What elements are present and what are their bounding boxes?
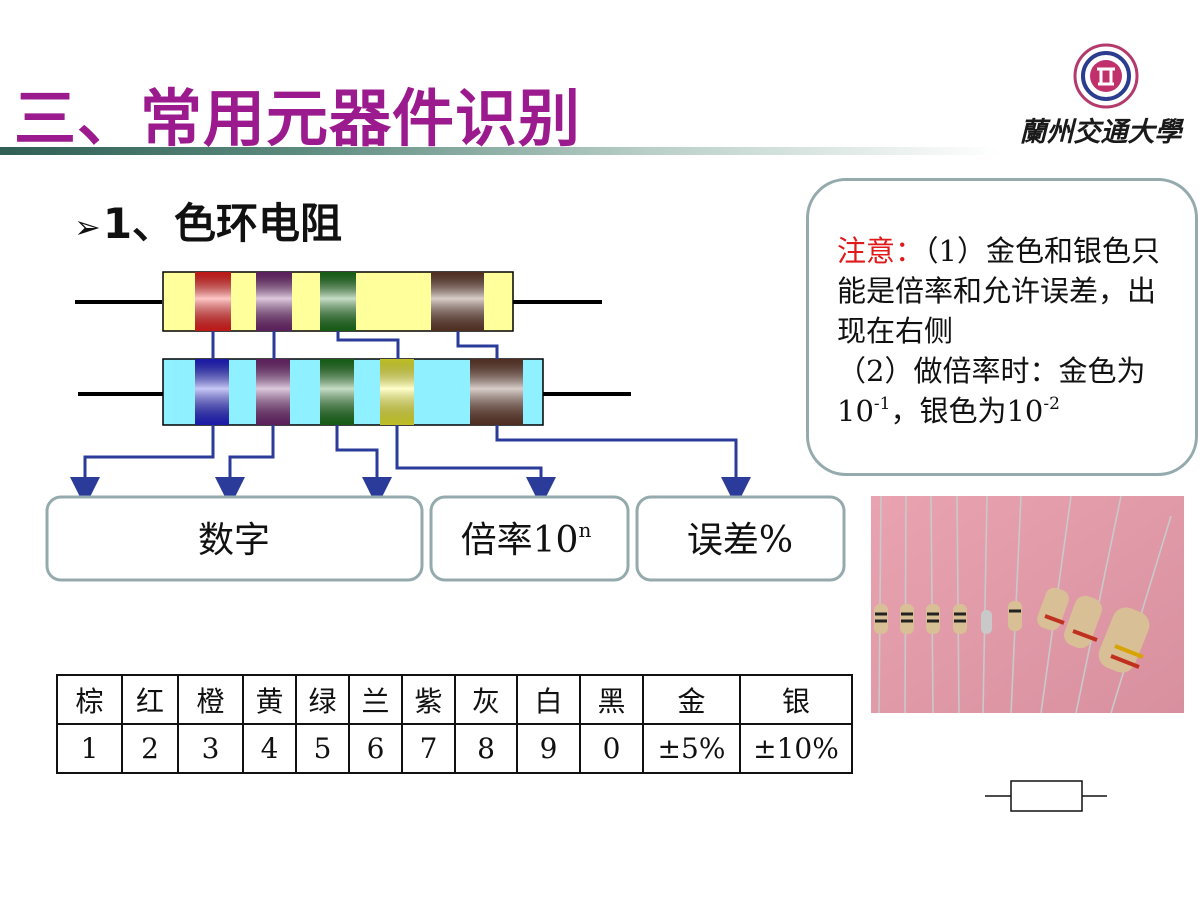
note-text-3: ，银色为10 [890, 394, 1044, 428]
band-shading [320, 359, 354, 425]
resistor-photo [871, 496, 1184, 713]
table-cell: ±10% [739, 723, 853, 774]
table-cell: 兰 [348, 674, 403, 725]
multiplier-box [429, 495, 630, 582]
tolerance-label: 误差% [687, 520, 793, 561]
section-heading: ➢1、色环电阻 [74, 190, 342, 251]
band-shading [470, 359, 523, 425]
table-cell: 0 [579, 723, 644, 774]
table-cell: 7 [401, 723, 456, 774]
band-shading [431, 272, 484, 331]
band-shading [195, 272, 231, 331]
table-cell: 白 [516, 674, 581, 725]
table-cell: 8 [454, 723, 518, 774]
university-name: 蘭州交通大學 [1019, 117, 1182, 148]
band-shading [256, 272, 292, 331]
table-cell: 9 [516, 723, 581, 774]
table-cell: 紫 [401, 674, 456, 725]
table-cell: 1 [56, 723, 123, 774]
section-heading-text: 1、色环电阻 [102, 199, 343, 248]
resistor-symbol-icon [985, 780, 1107, 812]
digits-box [45, 495, 424, 582]
gold-exponent: -1 [873, 394, 891, 414]
title-divider [0, 147, 1000, 155]
silver-exponent: -2 [1043, 394, 1060, 414]
table-cell: 5 [295, 723, 350, 774]
table-cell: 灰 [454, 674, 518, 725]
university-logo: 蘭州交通大學 [1018, 42, 1183, 152]
table-cell: 棕 [56, 674, 123, 725]
table-cell: 2 [121, 723, 179, 774]
band-shading [195, 359, 229, 425]
table-cell: 红 [121, 674, 179, 725]
arrow-bullet-icon: ➢ [74, 208, 101, 246]
table-cell: 银 [739, 674, 853, 725]
band-connectors [70, 331, 751, 507]
color-band-resistor-diagram: 数字 倍率10n 误差% [45, 271, 846, 582]
table-cell: 黑 [579, 674, 644, 725]
table-row-colors: 棕 红 橙 黄 绿 兰 紫 灰 白 黑 金 银 [56, 674, 853, 725]
table-row-values: 1 2 3 4 5 6 7 8 9 0 ±5% ±10% [56, 723, 853, 774]
digits-label: 数字 [198, 520, 270, 561]
university-seal-icon [1073, 43, 1139, 109]
band-shading [320, 272, 356, 331]
table-cell: 金 [642, 674, 741, 725]
table-cell: 绿 [295, 674, 350, 725]
color-code-table: 棕 红 橙 黄 绿 兰 紫 灰 白 黑 金 银 1 2 3 4 5 6 7 8 … [56, 674, 853, 774]
table-cell: 4 [242, 723, 297, 774]
table-cell: ±5% [642, 723, 741, 774]
table-cell: 3 [177, 723, 244, 774]
band-shading [380, 359, 414, 425]
table-cell: 6 [348, 723, 403, 774]
table-cell: 橙 [177, 674, 244, 725]
note-callout: 注意：（1）金色和银色只能是倍率和允许误差，出现在右侧 （2）做倍率时：金色为1… [806, 178, 1198, 476]
note-colon: ： [895, 234, 925, 268]
note-text-2: （2）做倍率时：金色为10 [837, 354, 1146, 428]
band-shading [256, 359, 290, 425]
note-label: 注意 [837, 234, 896, 268]
note-text-1: （1）金色和银色只能是倍率和允许误差，出现在右侧 [837, 234, 1160, 348]
multiplier-label: 倍率10n [461, 518, 592, 561]
table-cell: 黄 [242, 674, 297, 725]
slide-title: 三、常用元器件识别 [14, 82, 582, 155]
tolerance-box [635, 495, 846, 582]
